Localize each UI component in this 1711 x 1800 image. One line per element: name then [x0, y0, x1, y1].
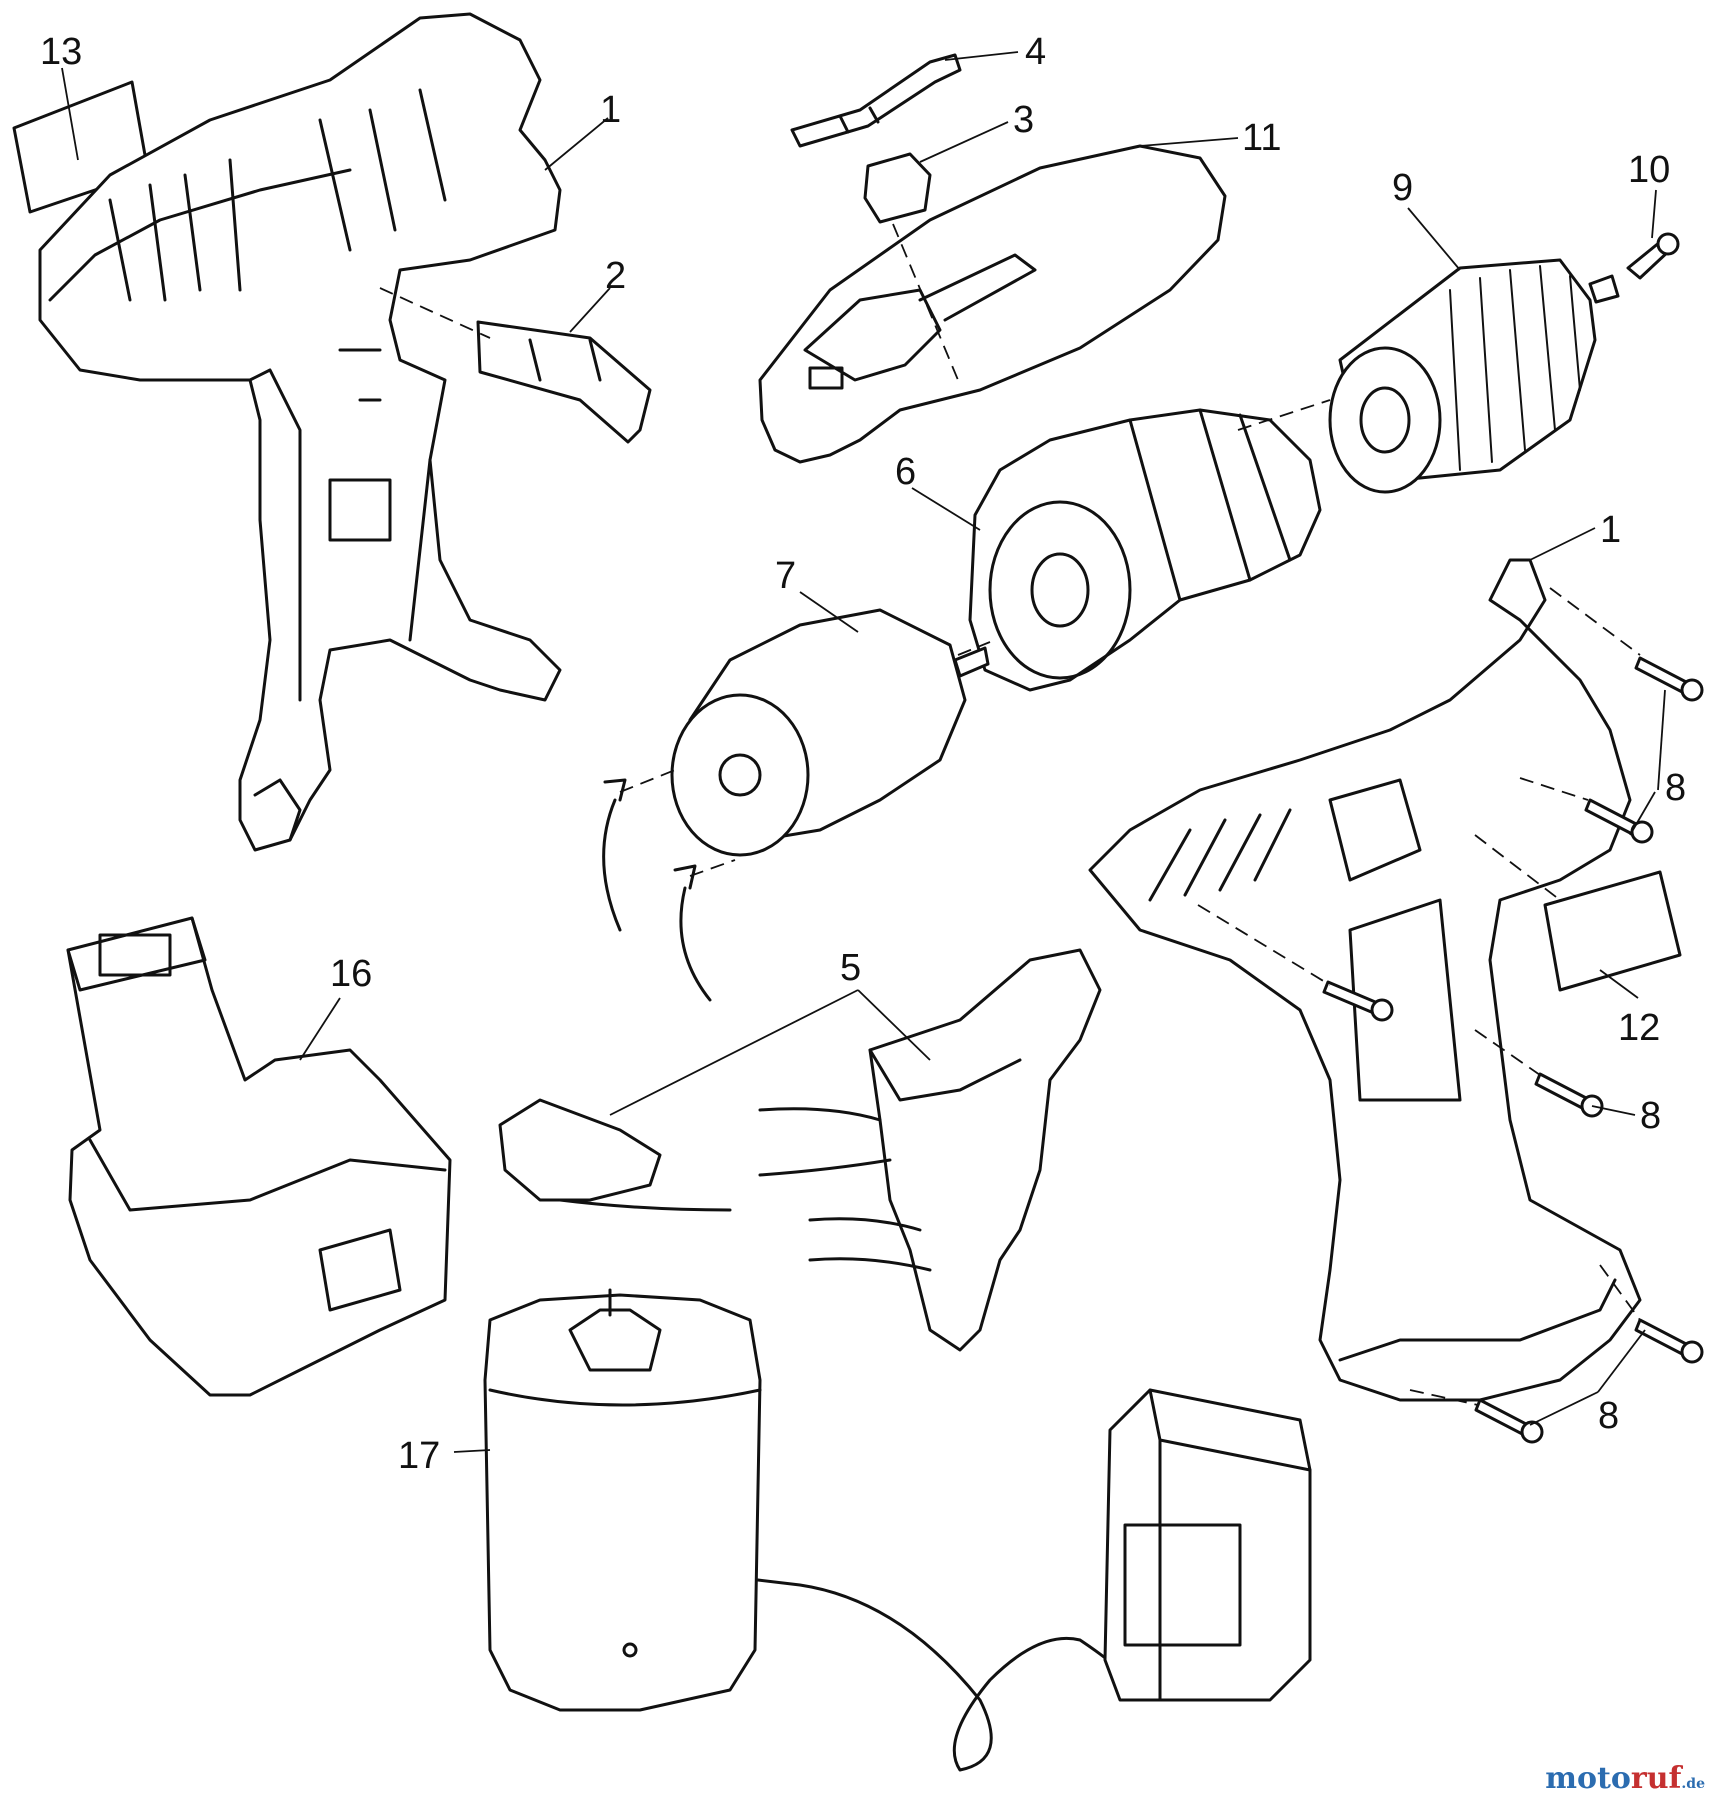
watermark-part-a: moto	[1545, 1761, 1631, 1796]
part-16-battery-pack	[66, 916, 452, 1397]
callout-7: 7	[775, 555, 796, 597]
callout-8-middle: 8	[1640, 1095, 1661, 1137]
part-10-chuck-screw	[1626, 232, 1680, 280]
watermark-part-c: .de	[1681, 1776, 1705, 1792]
part-6-gearbox	[968, 408, 1322, 692]
charger-cord-and-transformer	[756, 1388, 1312, 1772]
part-1-housing-right	[1088, 558, 1642, 1402]
part-1-housing-left	[38, 12, 562, 852]
part-9-chuck	[1328, 258, 1620, 494]
callout-17: 17	[398, 1435, 440, 1477]
callout-8-lower: 8	[1598, 1395, 1619, 1437]
callout-6: 6	[895, 451, 916, 493]
callout-3: 3	[1013, 99, 1034, 141]
callout-16: 16	[330, 953, 372, 995]
callout-5: 5	[840, 947, 861, 989]
callout-9: 9	[1392, 167, 1413, 209]
callout-11: 11	[1242, 117, 1281, 159]
part-17-charger-base	[483, 1288, 762, 1712]
leader-lines	[61, 51, 1666, 1453]
motor-leads	[602, 778, 712, 1002]
callout-13: 13	[40, 31, 82, 73]
part-5-switch-assembly	[498, 948, 1102, 1352]
callout-2: 2	[605, 255, 626, 297]
part-11-top-cover	[758, 144, 1227, 464]
part-3-bit-holder-clip	[863, 152, 932, 224]
callout-4: 4	[1025, 31, 1046, 73]
watermark-logo: motoruf.de	[1545, 1761, 1705, 1796]
callout-1-left: 1	[600, 89, 621, 131]
callout-12: 12	[1618, 1007, 1660, 1049]
part-7-motor	[670, 608, 990, 857]
callout-8-upper: 8	[1665, 767, 1686, 809]
watermark-part-b: ruf	[1630, 1761, 1682, 1796]
part-2-switch-button	[476, 320, 652, 444]
assembly-axes	[379, 223, 1641, 1406]
callout-1-right: 1	[1600, 509, 1621, 551]
callout-numbers: 13 1 2 4 3 11 10 9 6 7 1 8 16 5 12 8 8 1…	[40, 31, 1686, 1477]
part-4-screwdriver-bit	[790, 53, 962, 148]
callout-10: 10	[1628, 149, 1670, 191]
part-12-label	[1543, 870, 1682, 992]
